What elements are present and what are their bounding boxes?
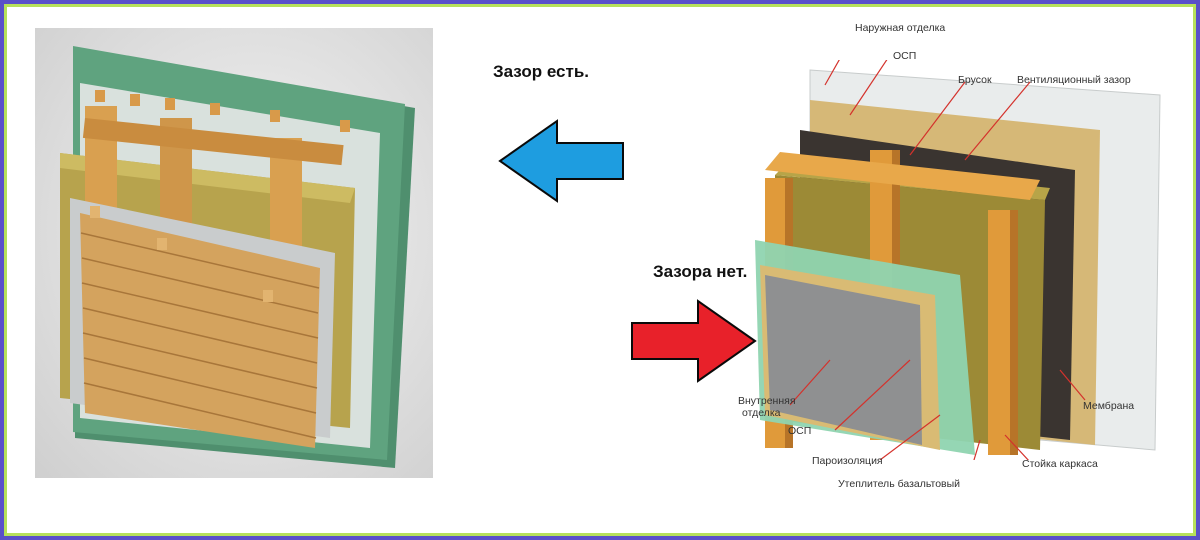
cladding-lines — [80, 232, 320, 439]
label-exterior-finish: Наружная отделка — [855, 22, 946, 34]
label-batten: Брусок — [958, 74, 992, 86]
label-vapor-barrier: Пароизоляция — [812, 455, 883, 467]
wall-layers-drawing — [60, 46, 415, 468]
wall-no-gap-illustration — [755, 60, 1161, 460]
label-membrane: Мембрана — [1083, 400, 1135, 412]
caption-gap-no: Зазора нет. — [653, 262, 748, 281]
label-insulation: Утеплитель базальтовый — [838, 478, 961, 490]
label-osb-inner: ОСП — [788, 425, 812, 437]
blue-left-arrow — [498, 119, 624, 203]
label-vent-gap: Вентиляционный зазор — [1017, 74, 1131, 86]
label-interior-finish-line2: отделка — [742, 407, 781, 419]
label-frame-post: Стойка каркаса — [1022, 458, 1098, 470]
label-osb-outer: ОСП — [893, 50, 917, 62]
cladding-battens — [90, 206, 273, 302]
caption-gap-yes: Зазор есть. — [493, 62, 590, 81]
interior-finish-panel — [765, 275, 922, 445]
label-interior-finish-line1: Внутренняя — [738, 395, 796, 407]
leader-lines — [789, 60, 1086, 460]
batten-blocks — [95, 90, 350, 132]
wall-with-gap-illustration — [35, 28, 433, 478]
red-right-arrow — [631, 299, 757, 383]
